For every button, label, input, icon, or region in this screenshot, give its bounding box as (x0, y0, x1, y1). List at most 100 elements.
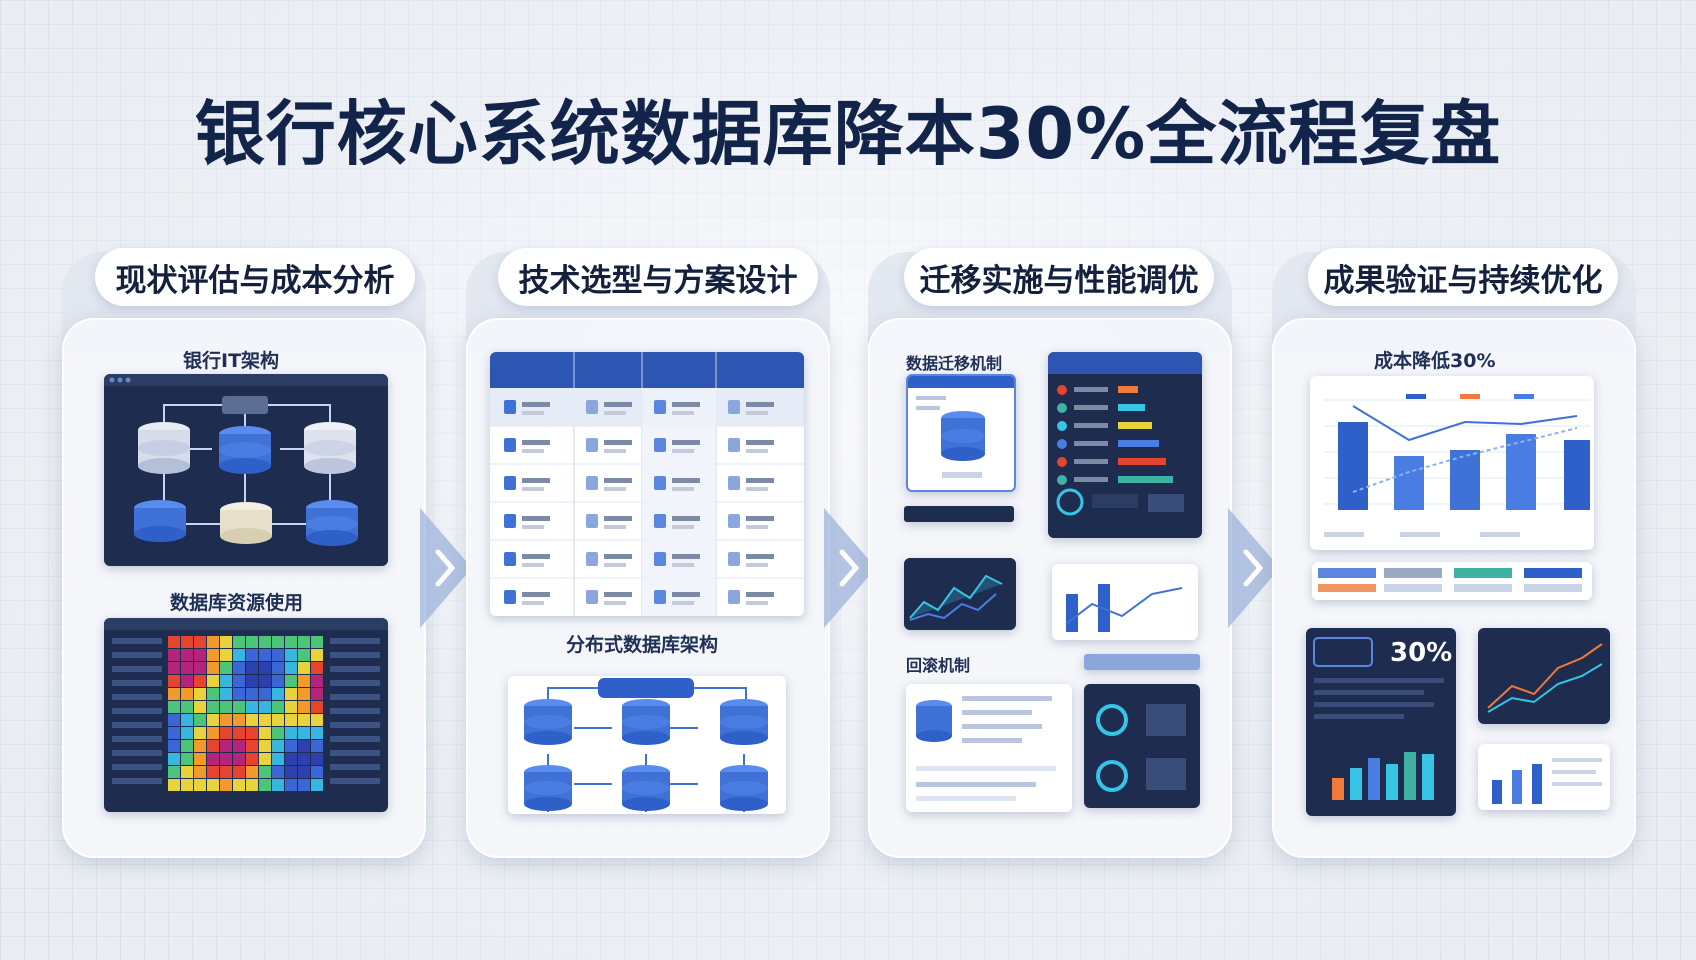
heatmap-cell (272, 753, 284, 765)
heatmap-cell (285, 766, 297, 778)
heatmap-cell (298, 766, 310, 778)
monitor-text-line (1074, 477, 1108, 482)
monitor-bar (1118, 386, 1138, 393)
heatmap-cell (194, 662, 206, 674)
monitor-bar (1118, 422, 1152, 429)
heatmap-cell (246, 701, 258, 713)
table-text-line (604, 516, 632, 521)
heatmap-cells (168, 636, 323, 791)
heatmap-cell (233, 662, 245, 674)
heatmap-cell (194, 701, 206, 713)
table-text-line (746, 440, 774, 445)
table-icon (654, 400, 666, 414)
heatmap-cell (181, 688, 193, 700)
heatmap-cell (259, 740, 271, 752)
heatmap-cell (311, 779, 323, 791)
heatmap-cell (181, 636, 193, 648)
heatmap-cell (298, 740, 310, 752)
kpi-value: 30% (1390, 638, 1453, 668)
table-text-line (672, 563, 694, 567)
heatmap-cell (207, 714, 219, 726)
rollback-monitor-panel (1084, 684, 1200, 808)
heatmap-cell (246, 753, 258, 765)
chevron-right-icon (824, 508, 876, 628)
table-icon (728, 552, 740, 566)
tech-selection-comparison-table (490, 352, 804, 616)
heatmap-cell (220, 753, 232, 765)
stage-3-section-rollback: 回滚机制 (906, 656, 971, 675)
heatmap-cell (168, 727, 180, 739)
heatmap-cell (298, 649, 310, 661)
heatmap-cell (233, 688, 245, 700)
chevron-right-icon (420, 508, 472, 628)
heatmap-cell (168, 779, 180, 791)
table-text-line (522, 525, 544, 529)
tuning-status-bar (1084, 654, 1200, 670)
heatmap-cell (168, 675, 180, 687)
database-icon (622, 765, 670, 811)
table-icon (586, 476, 598, 490)
heatmap-cell (181, 779, 193, 791)
heatmap-cell (246, 766, 258, 778)
heatmap-cell (207, 662, 219, 674)
database-icon (941, 411, 985, 461)
heatmap-cell (246, 636, 258, 648)
heatmap-cell (298, 727, 310, 739)
table-text-line (746, 554, 774, 559)
heatmap-cell (168, 662, 180, 674)
monitor-bar (1118, 404, 1145, 411)
table-text-line (522, 402, 550, 407)
monitor-text-line (1074, 423, 1108, 428)
table-icon (728, 400, 740, 414)
table-text-line (604, 449, 626, 453)
heatmap-cell (168, 701, 180, 713)
heatmap-cell (233, 740, 245, 752)
table-icon (654, 476, 666, 490)
heatmap-cell (285, 727, 297, 739)
heatmap-cell (311, 740, 323, 752)
distributed-db-icons (524, 699, 768, 811)
table-text-line (672, 402, 700, 407)
heatmap-cell (285, 701, 297, 713)
table-icon (654, 514, 666, 528)
heatmap-cell (311, 753, 323, 765)
table-text-line (604, 592, 632, 597)
heatmap-cell (181, 714, 193, 726)
table-icon (654, 590, 666, 604)
heatmap-cell (246, 675, 258, 687)
rollback-card (906, 684, 1072, 812)
table-text-line (672, 516, 700, 521)
heatmap-cell (168, 753, 180, 765)
distributed-db-architecture-diagram (508, 676, 786, 814)
heatmap-cell (285, 636, 297, 648)
heatmap-cell (194, 753, 206, 765)
heatmap-cell (259, 727, 271, 739)
monitor-rows (1057, 385, 1173, 485)
heatmap-cell (272, 636, 284, 648)
monitor-text-line (1074, 441, 1108, 446)
heatmap-cell (311, 662, 323, 674)
database-icon (720, 765, 768, 811)
database-icon (916, 700, 952, 742)
status-dot (1057, 385, 1067, 395)
heatmap-cell (181, 727, 193, 739)
status-dot (1057, 439, 1067, 449)
migration-monitor-panel (1048, 352, 1202, 538)
table-text-line (746, 563, 768, 567)
table-text-line (604, 601, 626, 605)
tuning-bar-chart (1052, 564, 1198, 640)
heatmap-cell (233, 649, 245, 661)
heatmap-cell (168, 649, 180, 661)
table-icon (504, 400, 516, 414)
heatmap-cell (194, 740, 206, 752)
heatmap-cell (181, 649, 193, 661)
table-text-line (672, 449, 694, 453)
table-text-line (746, 487, 768, 491)
table-text-line (604, 554, 632, 559)
heatmap-cell (272, 701, 284, 713)
cost-reduction-chart (1310, 376, 1594, 550)
heatmap-cell (259, 662, 271, 674)
monitor-bar (1118, 440, 1159, 447)
database-icon (622, 699, 670, 745)
heatmap-cell (194, 779, 206, 791)
